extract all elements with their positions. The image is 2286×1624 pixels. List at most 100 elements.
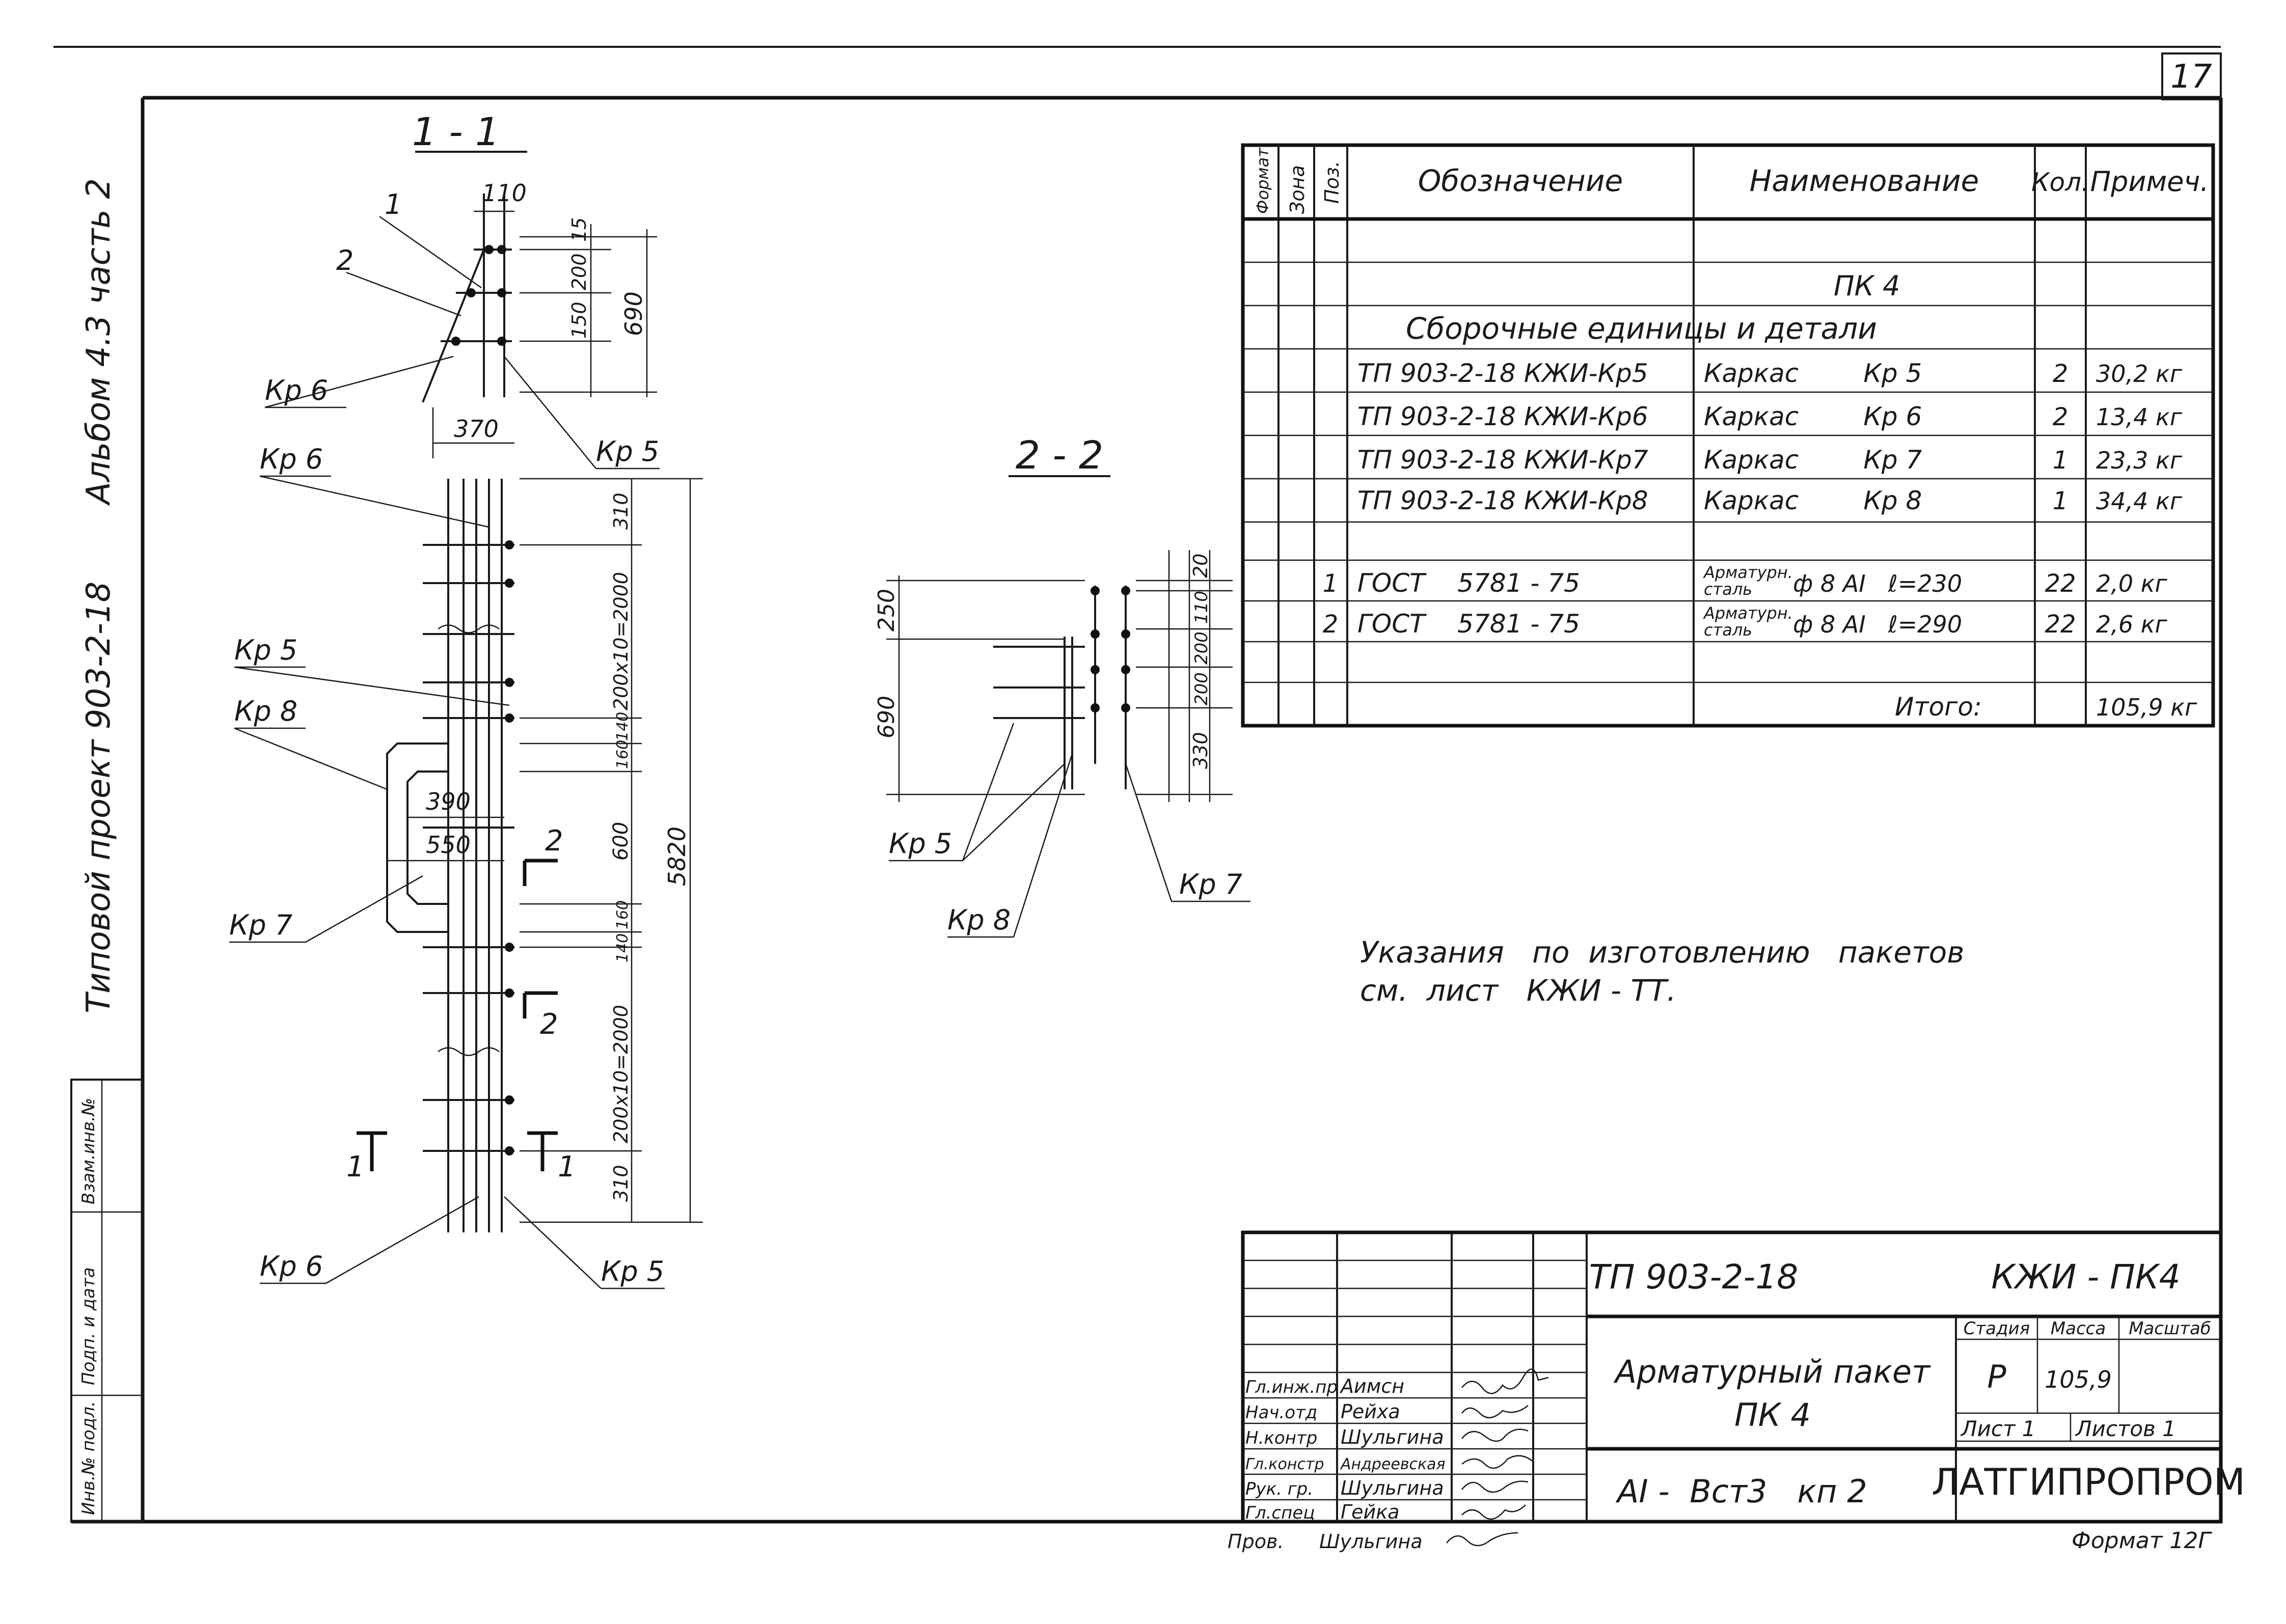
staff-name-5: Шульгина	[1341, 1477, 1444, 1499]
mass-label: Масса	[2051, 1318, 2106, 1339]
dim-140-bottom: 140	[614, 933, 632, 962]
package-label: ПК 4	[1834, 270, 1900, 302]
signature-6	[1461, 1504, 1526, 1520]
label-kr7-s2: Кр 7	[1179, 868, 1242, 900]
staff-role-3: Н.контр	[1245, 1428, 1317, 1448]
dim-310-bottom: 310	[610, 1165, 632, 1202]
row-4-qty: 1	[2053, 487, 2069, 515]
side-box-inv: Взам.инв.№	[78, 1098, 99, 1204]
label-kr8-s2: Кр 8	[947, 904, 1011, 936]
steel-1-spec: ф 8 АI ℓ=230	[1793, 570, 1962, 597]
dim-110: 110	[482, 179, 527, 207]
header-note: Примеч.	[2090, 166, 2209, 198]
steel-1-note: 2,0 кг	[2096, 570, 2168, 597]
header-zone: Зона	[1286, 165, 1309, 214]
staff-name-7: Шульгина	[1319, 1530, 1423, 1553]
staff-role-5: Рук. гр.	[1245, 1479, 1313, 1499]
cut-1-left: 1	[346, 1150, 365, 1183]
dim-110-s2: 110	[1191, 591, 1212, 624]
row-2-designation: ТП 903-2-18 КЖИ-Кр6	[1357, 402, 1648, 431]
signature-4	[1461, 1455, 1534, 1469]
steel-1-designation: ГОСТ 5781 - 75	[1357, 568, 1580, 598]
dim-200x10-top: 200x10=2000	[610, 572, 632, 710]
signature-2	[1461, 1405, 1529, 1418]
staff-role-6: Гл.спец	[1245, 1503, 1315, 1523]
steel-2-name-bottom: сталь	[1704, 620, 1752, 640]
row-3-designation: ТП 903-2-18 КЖИ-Кр7	[1357, 445, 1648, 475]
row-4-note: 34,4 кг	[2096, 487, 2183, 515]
manufacturing-note: Указания по изготовлению пакетов см. лис…	[1360, 935, 1964, 1008]
dim-200-s2a: 200	[1191, 631, 1212, 665]
signature-7	[1446, 1532, 1518, 1547]
dim-20: 20	[1189, 554, 1212, 578]
header-format: Формат	[1253, 147, 1272, 214]
staff-role-1: Гл.инж.пр	[1245, 1377, 1338, 1397]
label-kr5-mid: Кр 5	[234, 634, 297, 666]
section-1-title: 1 - 1	[412, 109, 500, 154]
dim-370: 370	[454, 415, 499, 443]
steel-2-designation: ГОСТ 5781 - 75	[1357, 609, 1580, 639]
dim-330: 330	[1189, 732, 1212, 769]
dim-200-top: 200	[568, 253, 590, 290]
signature-1	[1461, 1368, 1549, 1394]
label-kr5-bottom: Кр 5	[601, 1255, 664, 1287]
label-kr7: Кр 7	[229, 909, 292, 941]
row-4-designation: ТП 903-2-18 КЖИ-Кр8	[1357, 486, 1648, 515]
dim-550: 550	[426, 831, 471, 859]
label-kr6-bottom: Кр 6	[260, 1250, 323, 1282]
sheet-frame: 17	[53, 46, 2223, 1524]
label-kr6-mid: Кр 6	[260, 443, 323, 475]
label-pos-1: 1	[385, 188, 402, 221]
drawing-title-1: Арматурный пакет	[1613, 1353, 1931, 1390]
steel-1-name-top: Арматурн.	[1703, 563, 1793, 582]
side-box-sign: Подп. и дата	[78, 1267, 99, 1385]
project-code: ТП 903-2-18	[1589, 1257, 1799, 1297]
staff-name-2: Рейха	[1341, 1400, 1400, 1423]
staff-role-2: Нач.отд	[1245, 1402, 1317, 1423]
dim-15: 15	[568, 217, 590, 242]
dim-200x10-bottom: 200x10=2000	[610, 1005, 632, 1143]
label-kr5-s2: Кр 5	[889, 828, 952, 860]
dim-140-top: 140	[614, 712, 632, 741]
signature-3	[1461, 1428, 1529, 1442]
dim-690-s2: 690	[874, 696, 900, 738]
header-name: Наименование	[1750, 163, 1979, 198]
sheet-label: Лист 1	[1960, 1416, 2036, 1441]
staff-name-6: Гейка	[1341, 1501, 1399, 1523]
side-project-text: Типовой проект 903-2-18	[80, 582, 118, 1013]
stage-label: Стадия	[1964, 1318, 2030, 1339]
steel-2-note: 2,6 кг	[2096, 611, 2168, 638]
steel-1-qty: 22	[2045, 569, 2076, 598]
stage-value: Р	[1987, 1358, 2006, 1395]
dim-250: 250	[874, 589, 900, 631]
title-block: ТП 903-2-18 КЖИ - ПК4 Арматурный пакет П…	[1228, 1230, 2245, 1554]
total-label: Итого:	[1895, 692, 1982, 722]
section-1-1: 1 - 1 110 15 200 150 690 370 1	[229, 109, 703, 1289]
steel-2-spec: ф 8 АI ℓ=290	[1793, 611, 1962, 638]
staff-role-4: Гл.констр	[1245, 1455, 1324, 1473]
signature-5	[1461, 1480, 1529, 1493]
row-3-note: 23,3 кг	[2096, 447, 2183, 474]
org-name: ЛАТГИПРОПРОМ	[1931, 1461, 2245, 1503]
dim-160-bottom: 160	[614, 900, 632, 929]
row-2-name: Каркас Кр 6	[1704, 402, 1922, 431]
dim-690-top: 690	[620, 291, 647, 336]
side-stamp: Типовой проект 903-2-18 Альбом 4.3 часть…	[70, 178, 144, 1523]
staff-role-7: Пров.	[1228, 1530, 1284, 1553]
side-box-orig: Инв.№ подл.	[78, 1401, 99, 1515]
row-1-name: Каркас Кр 5	[1704, 359, 1922, 388]
staff-name-4: Андреевская	[1340, 1455, 1446, 1473]
sheet-number: 17	[2170, 58, 2212, 96]
row-2-note: 13,4 кг	[2096, 403, 2183, 431]
steel-1-pos: 1	[1323, 569, 1339, 598]
material-spec: АI - Вст3 кп 2	[1615, 1473, 1867, 1510]
header-designation: Обозначение	[1418, 163, 1623, 198]
row-1-note: 30,2 кг	[2096, 360, 2183, 388]
staff-name-1: Аимсн	[1339, 1375, 1404, 1397]
header-pos: Поз.	[1321, 161, 1343, 204]
cut-2-bottom: 2	[540, 1008, 558, 1041]
cut-1-right: 1	[558, 1150, 576, 1183]
label-kr5-top: Кр 5	[596, 435, 659, 467]
label-kr6-top: Кр 6	[265, 374, 328, 406]
